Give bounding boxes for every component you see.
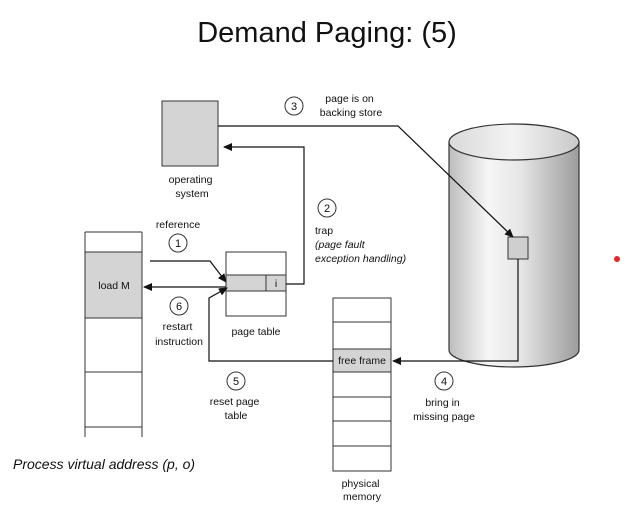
page-table-label: page table: [231, 326, 280, 338]
step-6-circle: 6: [169, 296, 189, 316]
step-4-circle: 4: [434, 371, 454, 391]
reset-page-table-label: reset page table: [210, 396, 263, 422]
step-1-circle: 1: [168, 233, 188, 253]
step-2-circle: 2: [317, 198, 337, 218]
load-m-block: [84, 251, 143, 319]
trap-detail-label: (page fault exception handling): [315, 239, 406, 265]
bring-in-label: bring in missing page: [413, 397, 475, 423]
process-virtual-memory: [84, 231, 143, 437]
arrow-reference: [150, 260, 227, 283]
physical-memory-label: physical memory: [342, 478, 383, 503]
svg-text:3: 3: [291, 101, 297, 113]
invalid-bit-label: i: [275, 278, 277, 290]
svg-text:2: 2: [324, 203, 330, 215]
page-title: Demand Paging: (5): [197, 17, 457, 49]
svg-text:5: 5: [233, 376, 239, 388]
os-label: operating system: [169, 174, 216, 200]
arrow-page-on-backing-store: [218, 125, 514, 238]
svg-text:4: 4: [441, 376, 447, 388]
page-table: [225, 251, 287, 317]
reference-label: reference: [156, 219, 201, 231]
restart-instruction-label: restart instruction: [155, 321, 203, 348]
load-m-label: load M: [98, 280, 130, 292]
step-5-circle: 5: [226, 371, 246, 391]
page-table-entry: [225, 274, 287, 292]
missing-page-on-disk: [507, 236, 529, 260]
arrow-bring-in: [392, 259, 519, 365]
arrow-trap: [223, 143, 305, 285]
free-frame-label: free frame: [338, 355, 386, 367]
arrow-reset-page-table: [208, 287, 333, 362]
process-virtual-address-caption: Process virtual address (p, o): [13, 456, 195, 472]
step-3-circle: 3: [284, 96, 304, 116]
trap-label: trap: [315, 225, 333, 237]
svg-text:6: 6: [176, 301, 182, 313]
physical-memory: [332, 297, 392, 472]
laser-pointer-dot: [614, 256, 620, 262]
backing-store-disk: [448, 123, 580, 368]
operating-system-box: [161, 100, 219, 167]
svg-text:1: 1: [175, 238, 181, 250]
backing-store-label: page is on backing store: [320, 93, 383, 119]
